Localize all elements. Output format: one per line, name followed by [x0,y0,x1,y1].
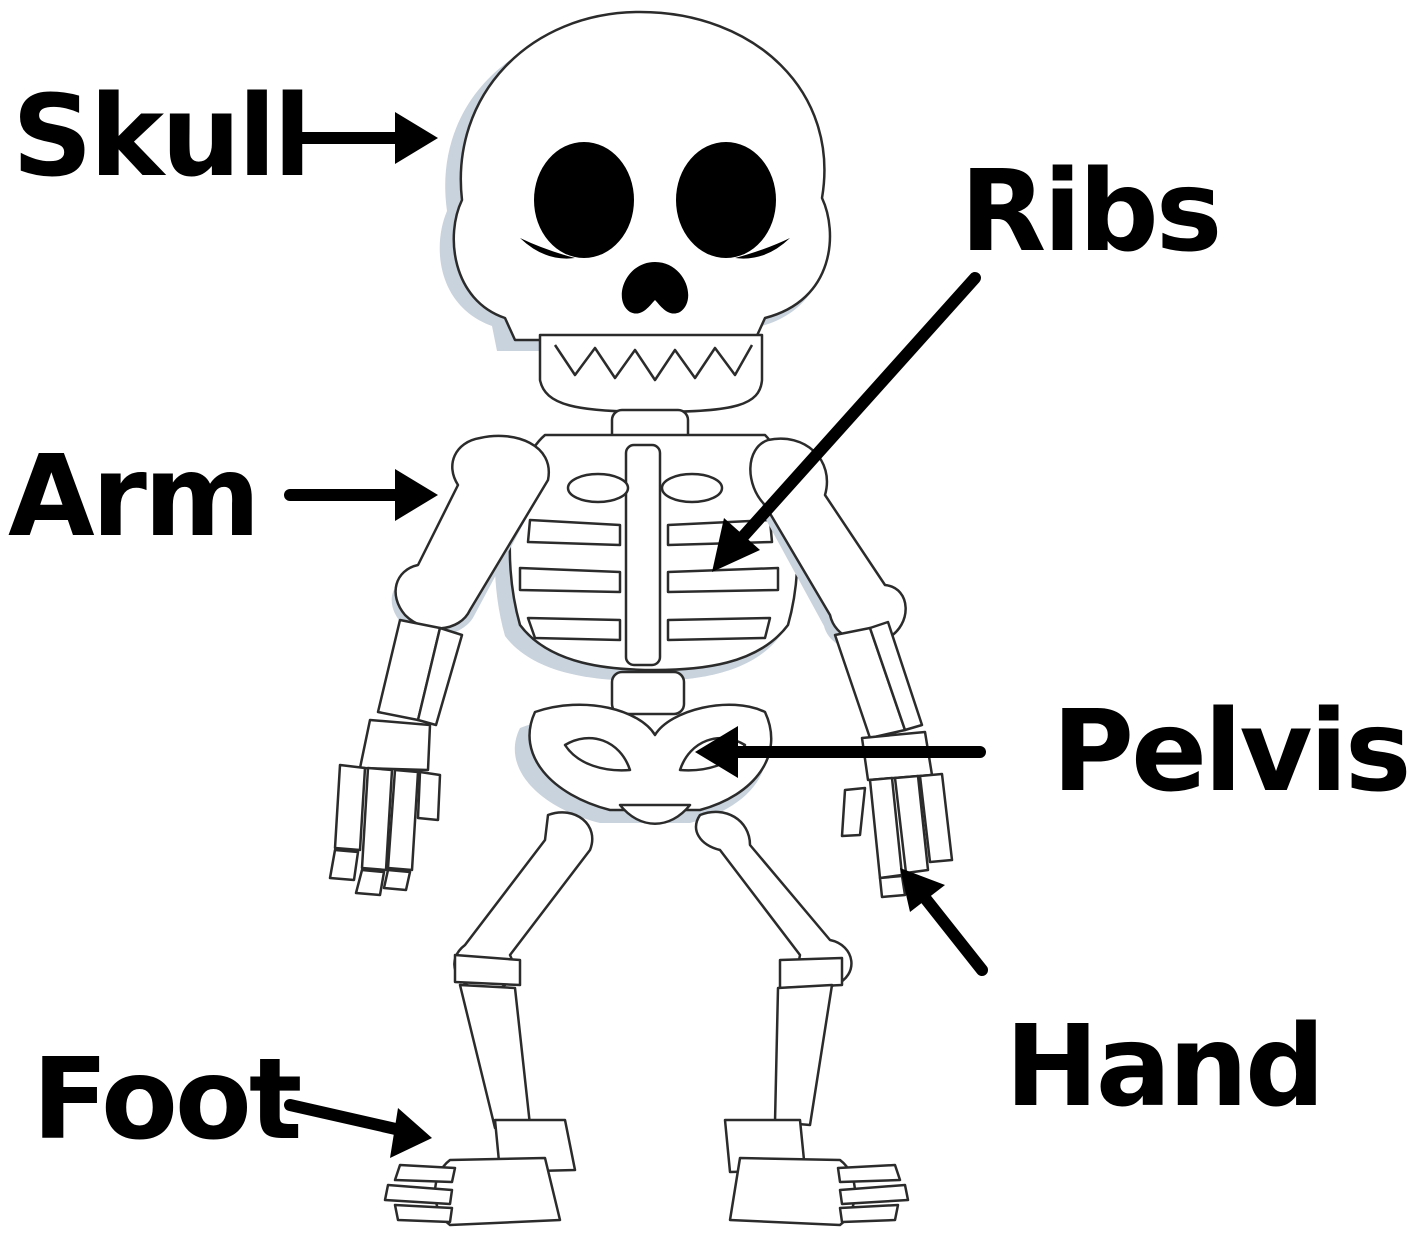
label-hand: Hand [1005,1002,1322,1132]
right-arm [750,439,952,897]
label-pelvis: Pelvis [1052,687,1409,817]
right-leg [696,812,908,1225]
arrow-hand [900,868,982,970]
sternum [626,445,660,665]
right-eye-socket [676,142,776,258]
label-arm: Arm [8,432,258,562]
arrow-skull [290,112,438,164]
label-skull: Skull [12,72,309,202]
arrow-pelvis [695,726,980,778]
arrow-foot [290,1105,432,1158]
left-eye-socket [534,142,634,258]
skull [440,12,830,412]
label-foot: Foot [32,1035,300,1165]
skeleton-figure [330,12,952,1225]
lower-spine [612,672,684,714]
left-arm [330,436,549,895]
left-leg [385,812,592,1225]
right-foot [730,1158,855,1225]
label-ribs: Ribs [960,147,1219,277]
arrow-arm [290,469,438,521]
